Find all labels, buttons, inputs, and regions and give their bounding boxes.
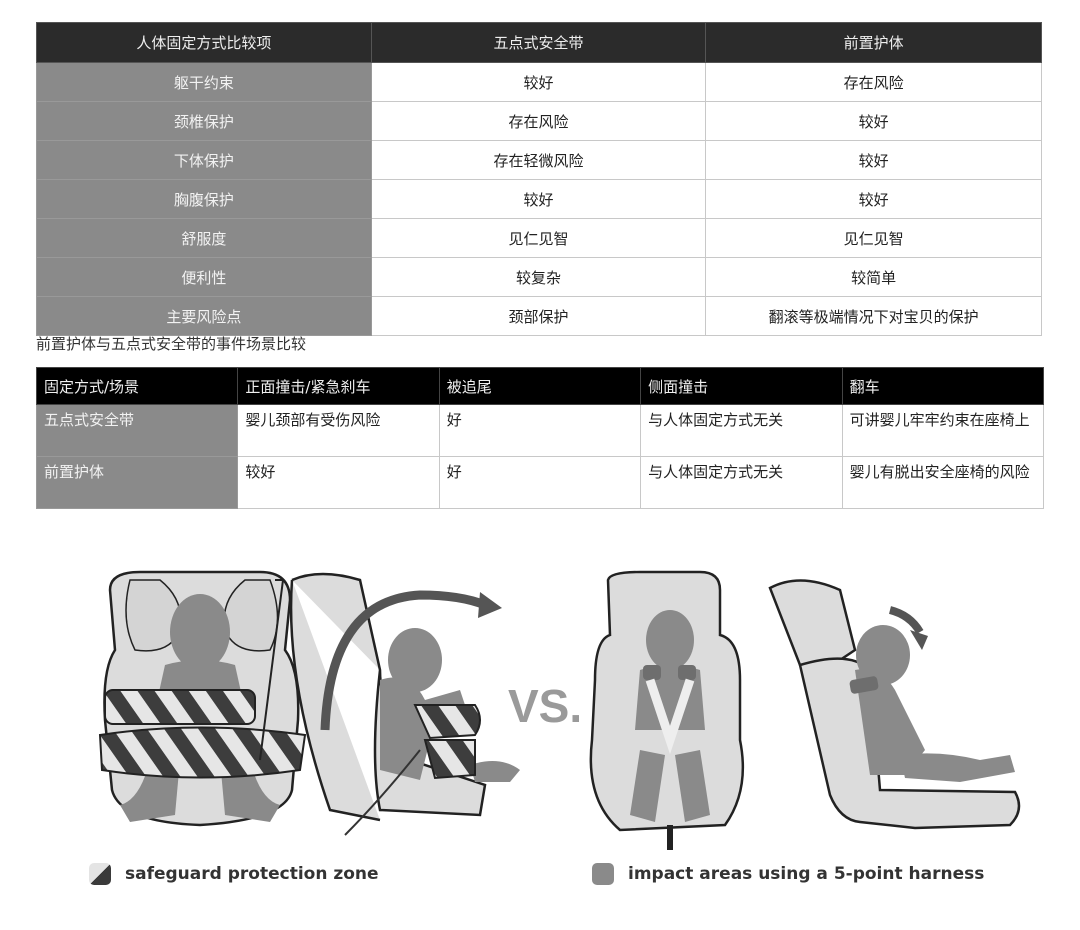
column-header: 前置护体	[705, 22, 1042, 63]
table-cell: 见仁见智	[705, 218, 1042, 258]
table-row: 躯干约束 较好 存在风险	[36, 62, 1042, 102]
table-cell: 较好	[705, 101, 1042, 141]
table-cell: 与人体固定方式无关	[640, 456, 843, 509]
table-cell: 存在轻微风险	[370, 140, 707, 180]
table-row: 下体保护 存在轻微风险 较好	[36, 140, 1042, 180]
arrow-icon	[478, 592, 502, 618]
table-row: 颈椎保护 存在风险 较好	[36, 101, 1042, 141]
table-header-row: 固定方式/场景 正面撞击/紧急刹车 被追尾 侧面撞击 翻车	[35, 367, 1045, 405]
table-cell: 可讲婴儿牢牢约束在座椅上	[841, 404, 1045, 457]
table-cell: 好	[438, 456, 642, 509]
vs-label: VS.	[508, 680, 582, 732]
row-header: 舒服度	[36, 218, 372, 258]
row-header: 下体保护	[36, 140, 372, 180]
table-cell: 较简单	[705, 257, 1042, 297]
column-header: 正面撞击/紧急刹车	[237, 367, 440, 405]
legend-impact: impact areas using a 5-point harness	[592, 863, 984, 885]
table-cell: 存在风险	[370, 101, 707, 141]
column-header: 翻车	[841, 367, 1045, 405]
scenario-comparison-table: 固定方式/场景 正面撞击/紧急刹车 被追尾 侧面撞击 翻车 五点式安全带 婴儿颈…	[35, 367, 1045, 509]
table-cell: 好	[438, 404, 642, 457]
table-cell: 较好	[370, 62, 707, 102]
row-header: 前置护体	[35, 456, 239, 509]
table-row: 主要风险点 颈部保护 翻滚等极端情况下对宝贝的保护	[36, 296, 1042, 336]
section-caption: 前置护体与五点式安全带的事件场景比较	[36, 335, 307, 353]
table-cell: 见仁见智	[370, 218, 707, 258]
table-cell: 较好	[705, 179, 1042, 219]
table-cell: 较好	[370, 179, 707, 219]
car-seat-illustration: VS.	[98, 570, 1021, 850]
table-row: 前置护体 较好 好 与人体固定方式无关 婴儿有脱出安全座椅的风险	[35, 456, 1045, 509]
table-cell: 与人体固定方式无关	[640, 404, 843, 457]
table-cell: 存在风险	[705, 62, 1042, 102]
table-cell: 较好	[705, 140, 1042, 180]
column-header: 五点式安全带	[370, 22, 707, 63]
table-row: 便利性 较复杂 较简单	[36, 257, 1042, 297]
table-header-row: 人体固定方式比较项 五点式安全带 前置护体	[36, 22, 1042, 63]
legend-safeguard: safeguard protection zone	[89, 863, 379, 885]
table-cell: 颈部保护	[370, 296, 707, 336]
table-cell: 较好	[237, 456, 440, 509]
table-cell: 较复杂	[370, 257, 707, 297]
table-row: 胸腹保护 较好 较好	[36, 179, 1042, 219]
row-header: 主要风险点	[36, 296, 372, 336]
arrow-icon	[910, 630, 928, 650]
row-header: 颈椎保护	[36, 101, 372, 141]
harness-seat-side	[768, 579, 1021, 830]
column-header: 侧面撞击	[640, 367, 843, 405]
row-header: 胸腹保护	[36, 179, 372, 219]
table-row: 五点式安全带 婴儿颈部有受伤风险 好 与人体固定方式无关 可讲婴儿牢牢约束在座椅…	[35, 404, 1045, 457]
table-cell: 婴儿有脱出安全座椅的风险	[841, 456, 1045, 509]
legend-label: impact areas using a 5-point harness	[628, 864, 985, 884]
impact-area-swatch-icon	[592, 863, 614, 885]
legend-label: safeguard protection zone	[125, 864, 379, 884]
row-header: 躯干约束	[36, 62, 372, 102]
column-header: 固定方式/场景	[35, 367, 239, 405]
table-cell: 婴儿颈部有受伤风险	[237, 404, 440, 457]
safeguard-zone-swatch-icon	[89, 863, 111, 885]
row-header: 便利性	[36, 257, 372, 297]
restraint-comparison-table: 人体固定方式比较项 五点式安全带 前置护体 躯干约束 较好 存在风险 颈椎保护 …	[36, 22, 1042, 336]
table-cell: 翻滚等极端情况下对宝贝的保护	[705, 296, 1042, 336]
table-row: 舒服度 见仁见智 见仁见智	[36, 218, 1042, 258]
column-header: 被追尾	[438, 367, 642, 405]
row-header: 五点式安全带	[35, 404, 239, 457]
column-header: 人体固定方式比较项	[36, 22, 372, 63]
